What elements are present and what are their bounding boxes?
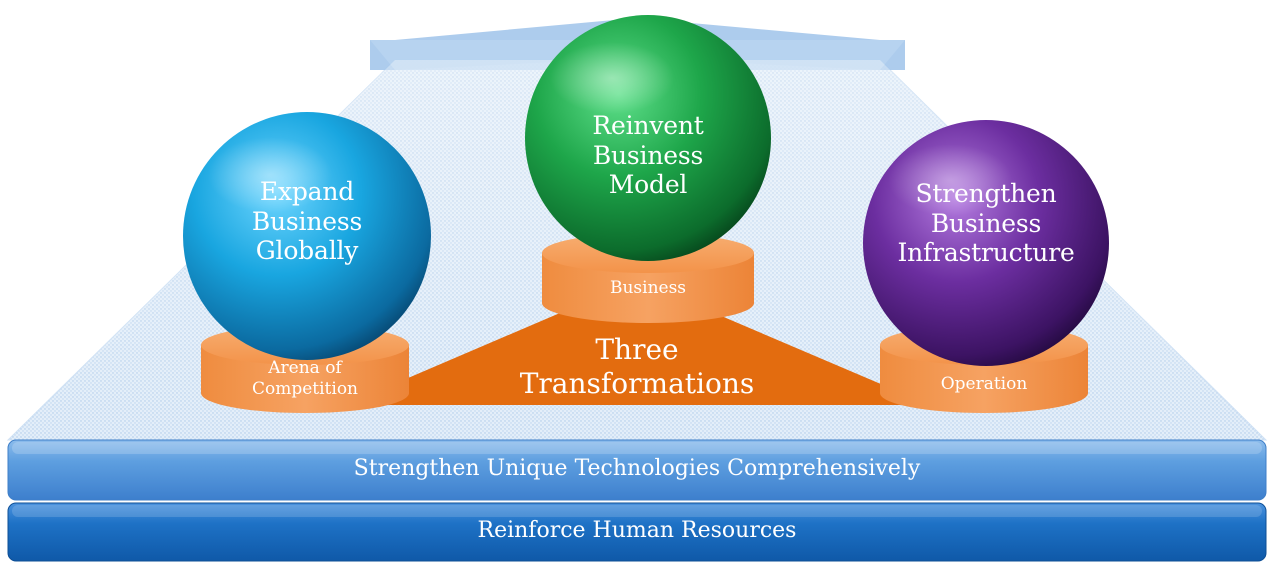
sphere-left-label: Expand Business Globally: [207, 177, 407, 266]
pedestal-left-line-2: Competition: [251, 379, 359, 400]
triangle-line-2: Transformations: [519, 367, 755, 401]
bar-lower: [7, 502, 1267, 562]
sphere-left-line-1: Expand: [259, 177, 355, 206]
sphere-left-line-2: Business: [251, 206, 363, 236]
sphere-right: [863, 120, 1109, 366]
sphere-center-line-3: Model: [608, 170, 688, 199]
sphere-right-label: Strengthen Business Infrastructure: [876, 179, 1096, 268]
triangle-line-1: Three: [595, 333, 679, 366]
sphere-center-label: Reinvent Business Model: [548, 111, 748, 200]
sphere-left-line-3: Globally: [255, 236, 359, 265]
pedestal-left-label: Arena of Competition: [205, 358, 405, 401]
sphere-right-line-3: Infrastructure: [897, 238, 1075, 267]
sphere-center-line-1: Reinvent: [592, 111, 704, 140]
center-triangle: [345, 280, 930, 405]
sphere-right-line-1: Strengthen: [915, 179, 1057, 208]
bar-upper-label: Strengthen Unique Technologies Comprehen…: [353, 456, 921, 481]
pedestal-right-line-1: Operation: [940, 374, 1028, 394]
sphere-right-line-2: Business: [930, 208, 1042, 238]
sphere-center-line-2: Business: [592, 140, 704, 170]
bar-lower-label: Reinforce Human Resources: [477, 518, 797, 543]
pedestal-left-line-1: Arena of: [268, 358, 342, 378]
sphere-left: [183, 112, 431, 360]
pedestal-center-label: Business: [548, 278, 748, 299]
sphere-center: [525, 15, 771, 261]
pedestal-center-line-1: Business: [609, 278, 687, 298]
bar-upper: [7, 439, 1267, 501]
pedestal-right-label: Operation: [884, 374, 1084, 395]
three-transformations-label: Three Transformations: [500, 333, 774, 401]
